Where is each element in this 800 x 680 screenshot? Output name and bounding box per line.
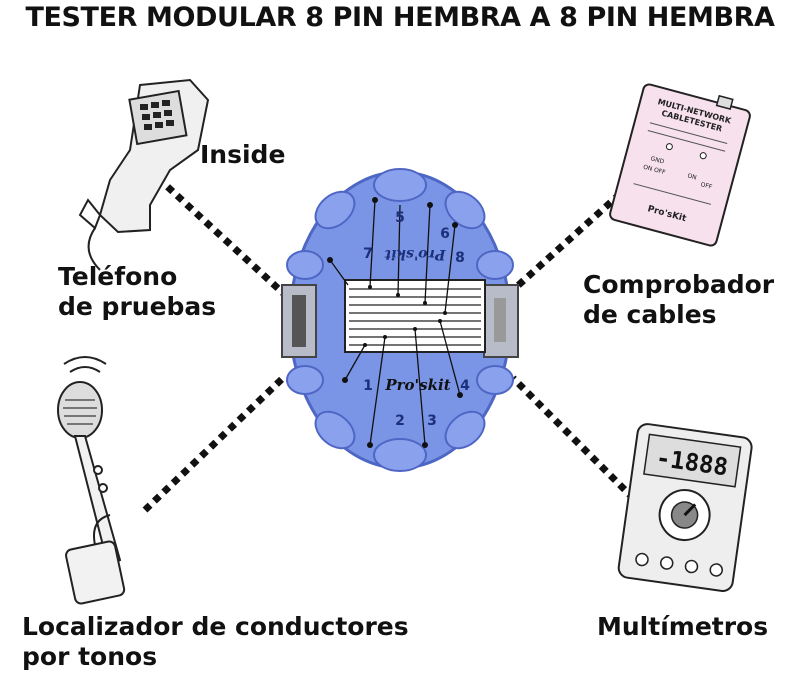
connector-multimeter	[510, 375, 646, 511]
test-phone-illustration	[78, 78, 210, 271]
cable-tester-gnd: GND	[650, 155, 665, 165]
device-brand-bottom: Pro'skit	[384, 376, 450, 394]
label-multimeter: Multímetros	[597, 612, 768, 642]
label-cable-tester-line2: de cables	[583, 300, 717, 329]
pin-number-6: 6	[440, 226, 450, 242]
device-brand-top: Pro'skit	[384, 246, 446, 262]
connector-phone	[155, 175, 286, 296]
pin-number-1: 1	[363, 378, 373, 394]
label-inside: Inside	[200, 140, 285, 170]
label-test-phone: Teléfono de pruebas	[58, 262, 216, 322]
label-multimeter-text: Multímetros	[597, 612, 769, 641]
pin-number-8: 8	[455, 250, 465, 266]
pin-number-5: 5	[395, 210, 405, 226]
label-tone-locator-line1: Localizador de conductores	[22, 612, 409, 641]
pin-number-3: 3	[427, 413, 437, 429]
central-tester-device: 5 6 7 8 1 2 3 4 Pro'skit Pro'skit	[281, 168, 519, 472]
cable-tester-on: ON	[687, 172, 698, 181]
page-title: TESTER MODULAR 8 PIN HEMBRA A 8 PIN HEMB…	[25, 2, 775, 33]
label-tone-locator: Localizador de conductores por tonos	[22, 612, 409, 672]
label-cable-tester: Comprobador de cables	[583, 270, 774, 330]
connector-tone	[142, 375, 286, 513]
label-test-phone-line1: Teléfono	[58, 262, 178, 291]
connector-cable-tester	[510, 182, 633, 293]
label-cable-tester-line1: Comprobador	[583, 270, 775, 299]
tone-probe-illustration	[57, 356, 126, 605]
label-tone-locator-line2: por tonos	[22, 642, 158, 671]
multimeter-illustration: -1888	[617, 423, 753, 592]
pin-number-7: 7	[363, 246, 373, 262]
pin-number-2: 2	[395, 413, 405, 429]
label-test-phone-line2: de pruebas	[58, 292, 217, 321]
cable-tester-illustration: MULTI-NETWORK CABLETESTER GND ON OFF ON …	[609, 83, 751, 247]
wire-label-panel	[344, 279, 486, 353]
pin-number-4: 4	[460, 378, 470, 394]
label-inside-text: Inside	[200, 140, 286, 169]
dotted-connectors	[142, 175, 646, 513]
cable-tester-off: OFF	[700, 181, 714, 191]
device-lobes	[286, 168, 514, 472]
